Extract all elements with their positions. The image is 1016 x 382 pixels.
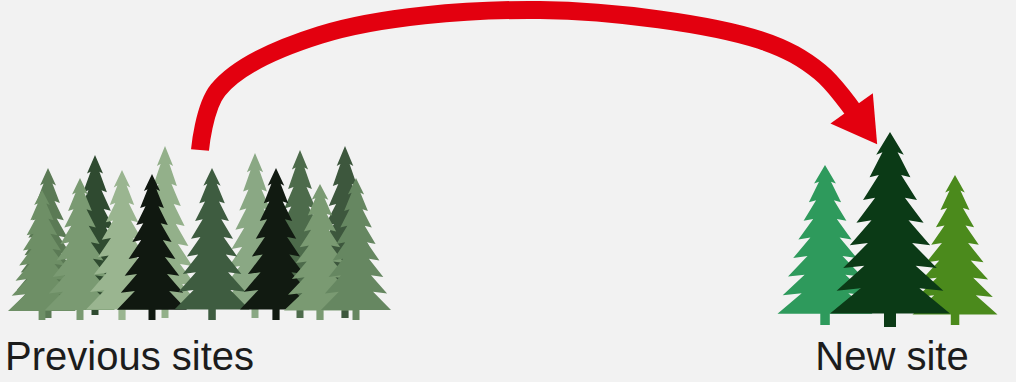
- spruce-tree: [175, 168, 250, 320]
- group-label: Previous sites: [5, 334, 254, 378]
- tree-group: New site: [776, 142, 1008, 378]
- tree-group: Previous sites: [5, 150, 397, 378]
- spruce-tree: [321, 178, 391, 320]
- group-label: New site: [815, 334, 968, 378]
- spruce-tree: [830, 132, 950, 327]
- spruce-tree: [117, 174, 187, 320]
- curved-arrow: [200, 10, 877, 150]
- arrow-head: [830, 93, 877, 144]
- arrow-shaft: [200, 10, 854, 150]
